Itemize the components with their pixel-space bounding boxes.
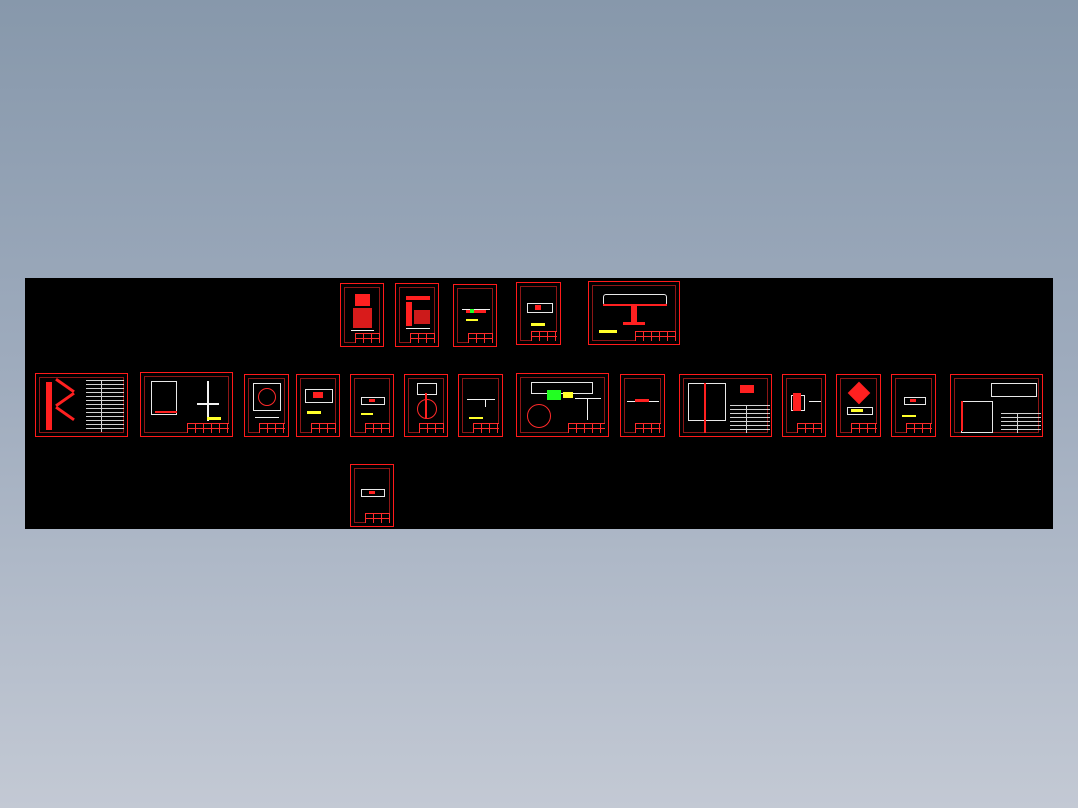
part-drawing <box>466 310 486 313</box>
drawing-sheet[interactable] <box>836 374 881 437</box>
part-drawing <box>361 397 385 405</box>
part-drawing <box>417 383 437 395</box>
title-block <box>364 513 391 523</box>
drawing-sheet[interactable] <box>453 284 497 347</box>
part-drawing <box>991 383 1037 397</box>
drawing-sheet[interactable] <box>782 374 826 437</box>
drawing-sheet[interactable] <box>244 374 289 437</box>
title-block <box>906 423 932 433</box>
title-block <box>310 423 337 433</box>
title-block <box>354 333 381 343</box>
title-block <box>467 333 494 343</box>
title-block <box>635 423 661 433</box>
drawing-sheet[interactable] <box>404 374 448 437</box>
title-block <box>364 423 391 433</box>
drawing-sheet[interactable] <box>588 281 680 345</box>
title-block <box>567 423 606 433</box>
part-drawing <box>535 305 541 310</box>
drawing-sheet[interactable] <box>350 464 394 527</box>
drawing-sheet[interactable] <box>679 374 772 437</box>
part-drawing <box>361 489 385 497</box>
cad-model-space[interactable] <box>25 278 1053 529</box>
drawing-sheet[interactable] <box>516 282 561 345</box>
part-drawing <box>406 296 430 300</box>
part-drawing <box>688 383 726 421</box>
drawing-sheet[interactable] <box>620 374 665 437</box>
title-block <box>473 423 499 433</box>
parts-list-table <box>86 380 124 432</box>
drawing-sheet[interactable] <box>891 374 936 437</box>
title-block <box>634 331 676 341</box>
part-drawing <box>355 294 370 306</box>
part-drawing <box>467 399 495 400</box>
drawing-sheet[interactable] <box>140 372 233 437</box>
title-block <box>187 423 229 433</box>
drawing-sheet[interactable] <box>340 283 384 347</box>
title-block <box>409 333 436 343</box>
part-drawing <box>305 389 333 403</box>
title-block <box>796 423 823 433</box>
part-drawing <box>151 381 177 415</box>
parts-list-table <box>1001 413 1041 433</box>
parts-list-table <box>730 405 770 433</box>
part-drawing <box>904 397 926 405</box>
drawing-sheet[interactable] <box>950 374 1043 437</box>
drawing-sheet[interactable] <box>395 283 439 347</box>
title-block <box>418 423 445 433</box>
drawing-sheet[interactable] <box>35 373 128 437</box>
title-block <box>531 331 557 341</box>
title-block <box>259 423 285 433</box>
drawing-sheet[interactable] <box>350 374 394 437</box>
title-block <box>851 423 877 433</box>
part-drawing <box>253 383 281 411</box>
part-drawing <box>531 382 593 394</box>
drawing-sheet[interactable] <box>516 373 609 437</box>
drawing-sheet[interactable] <box>296 374 340 437</box>
part-drawing <box>46 382 52 430</box>
drawing-sheet[interactable] <box>458 374 503 437</box>
